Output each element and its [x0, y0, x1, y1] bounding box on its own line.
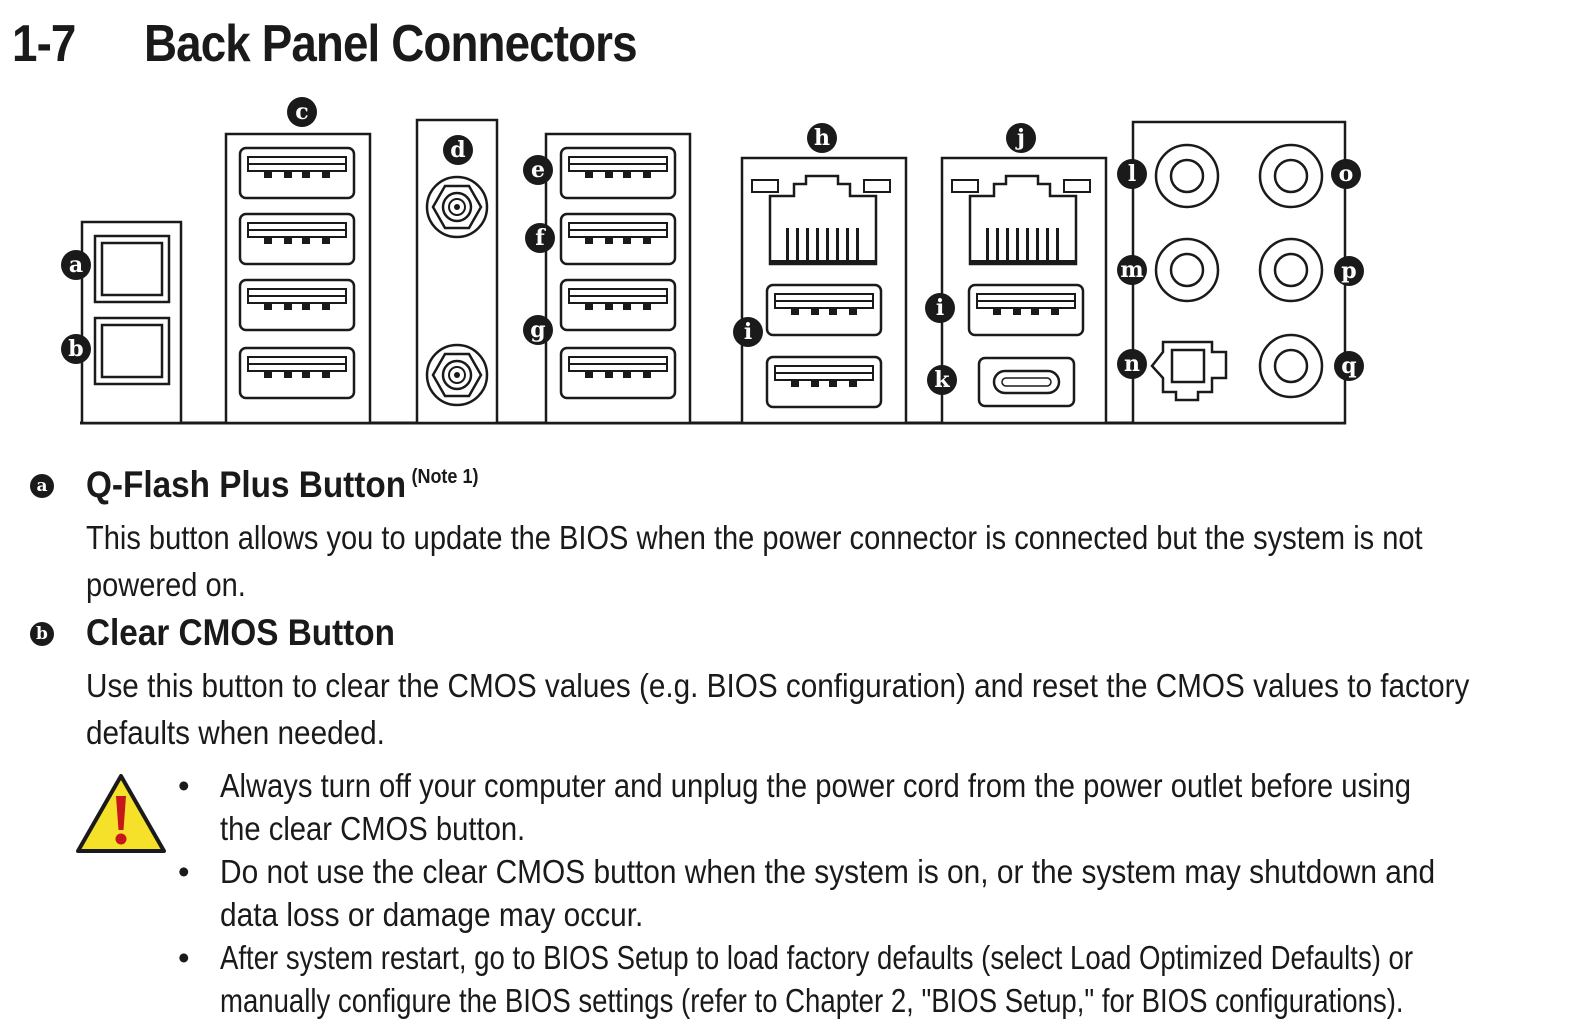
callout-marker-i: i: [733, 317, 763, 347]
bullet-line: manually configure the BIOS settings (re…: [220, 982, 1404, 1019]
callout-marker-l: l: [1117, 159, 1147, 189]
bullet-dot: •: [178, 939, 190, 976]
caution-bullet: • Do not use the clear CMOS button when …: [178, 850, 1510, 936]
svg-text:o: o: [1339, 161, 1354, 187]
item-title-clear-cmos: Clear CMOS Button: [86, 612, 395, 654]
item-clear-cmos-description: Use this button to clear the CMOS values…: [86, 662, 1510, 756]
callout-marker-j: j: [1006, 123, 1036, 153]
svg-text:e: e: [531, 157, 545, 183]
para-line: This button allows you to update the BIO…: [86, 519, 1423, 556]
clear-cmos-button-graphic: [93, 316, 171, 386]
callout-marker-d: d: [443, 135, 473, 165]
item-letter-badge-a: a: [30, 474, 54, 498]
svg-text:l: l: [1128, 161, 1136, 187]
caution-bullet: • After system restart, go to BIOS Setup…: [178, 936, 1510, 1022]
item-letter-badge-b: b: [30, 622, 54, 646]
section-title: Back Panel Connectors: [144, 15, 638, 73]
item-clear-cmos-heading: b Clear CMOS Button: [30, 612, 395, 654]
svg-text:f: f: [535, 225, 546, 251]
usb-port-group-efg: [544, 132, 692, 425]
bullet-line: the clear CMOS button.: [220, 810, 526, 847]
bullet-line: data loss or damage may occur.: [220, 896, 644, 933]
usb-port-group-c: [224, 132, 372, 425]
callout-marker-p: p: [1334, 256, 1364, 286]
callout-marker-i: i: [925, 293, 955, 323]
bullet-line: Always turn off your computer and unplug…: [220, 767, 1412, 804]
para-line: Use this button to clear the CMOS values…: [86, 667, 1470, 704]
item-qflash-heading: a Q-Flash Plus Button(Note 1): [30, 464, 478, 506]
svg-text:c: c: [295, 99, 308, 125]
lan-usb-group-h: [740, 156, 908, 425]
caution-bullet: • Always turn off your computer and unpl…: [178, 764, 1510, 850]
para-line: powered on.: [86, 566, 246, 603]
warning-triangle-icon: [76, 774, 166, 853]
qflash-note-ref: (Note 1): [411, 466, 479, 488]
callout-marker-q: q: [1334, 351, 1364, 381]
qflash-clear-cmos-panel: [80, 220, 183, 425]
clear-cmos-title-text: Clear CMOS Button: [86, 612, 395, 653]
callout-marker-b: b: [61, 334, 91, 364]
callout-marker-h: h: [807, 123, 837, 153]
audio-jacks-group: [1131, 120, 1347, 425]
section-number: 1-7: [12, 15, 76, 73]
callout-marker-m: m: [1117, 255, 1147, 285]
callout-marker-a: a: [61, 250, 91, 280]
svg-text:i: i: [744, 319, 752, 345]
para-line: defaults when needed.: [86, 714, 385, 751]
svg-text:a: a: [69, 252, 83, 278]
svg-text:k: k: [934, 367, 950, 393]
svg-text:q: q: [1341, 353, 1356, 379]
section-heading: 1-7 Back Panel Connectors: [12, 14, 638, 74]
antenna-connectors-d: [415, 118, 499, 425]
callout-marker-n: n: [1117, 349, 1147, 379]
back-panel-diagram: a b c d e f g h i j i k l m n o p q: [61, 97, 1364, 425]
svg-text:p: p: [1341, 258, 1356, 284]
svg-text:g: g: [530, 317, 545, 343]
callout-marker-o: o: [1331, 159, 1361, 189]
svg-text:b: b: [68, 336, 83, 362]
caution-bullet-list: • Always turn off your computer and unpl…: [178, 764, 1510, 1022]
bullet-dot: •: [178, 767, 190, 804]
callout-marker-e: e: [523, 155, 553, 185]
callout-marker-f: f: [525, 223, 555, 253]
svg-text:h: h: [814, 125, 830, 151]
item-qflash-description: This button allows you to update the BIO…: [86, 514, 1510, 608]
svg-text:d: d: [450, 137, 465, 163]
callout-marker-c: c: [287, 97, 317, 127]
callout-marker-k: k: [927, 365, 957, 395]
bullet-dot: •: [178, 853, 190, 890]
lan-usb-group-j: [940, 156, 1108, 425]
svg-text:j: j: [1015, 125, 1025, 151]
bullet-line: After system restart, go to BIOS Setup t…: [220, 939, 1414, 976]
item-title-qflash: Q-Flash Plus Button(Note 1): [86, 464, 478, 506]
qflash-title-text: Q-Flash Plus Button: [86, 464, 407, 505]
svg-text:n: n: [1124, 351, 1140, 377]
qflash-plus-button-graphic: [93, 234, 171, 304]
bullet-line: Do not use the clear CMOS button when th…: [220, 853, 1436, 890]
svg-text:m: m: [1120, 257, 1143, 283]
callout-marker-g: g: [523, 315, 553, 345]
svg-text:i: i: [936, 295, 944, 321]
